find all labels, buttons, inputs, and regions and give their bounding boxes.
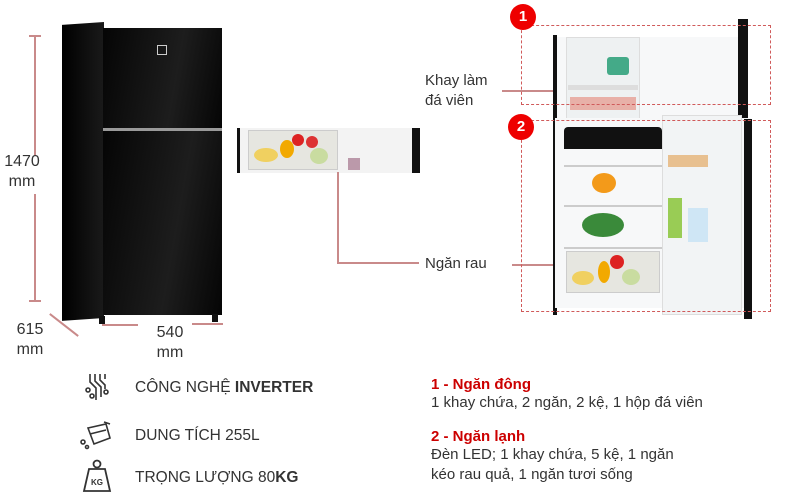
inverter-circuit-icon [84, 372, 112, 402]
fridge-door [103, 131, 222, 315]
brand-logo [157, 45, 167, 55]
corn [254, 148, 278, 162]
crisper-callout-line [337, 262, 419, 264]
tomato [292, 134, 304, 146]
feature-capacity: DUNG TÍCH 255L [135, 427, 260, 445]
height-dimension-label: 1470 mm [0, 152, 44, 192]
fridge-door-edge [744, 119, 752, 319]
fridge-zone-box [521, 120, 771, 312]
fridge-foot [212, 314, 218, 322]
ice-tray-label-line2: đá viên [425, 92, 474, 109]
cabbage [622, 269, 640, 285]
ice-tray-callout-label: Khay làm đá viên [425, 71, 488, 111]
width-dimension-line [192, 323, 223, 325]
height-unit: mm [8, 173, 36, 190]
feature-weight: TRỌNG LƯỢNG 80KG [135, 469, 298, 487]
height-dimension-cap [29, 300, 41, 302]
freezer-zone-box [521, 25, 771, 105]
greens-bowl [582, 213, 624, 237]
door-bottle [348, 158, 360, 170]
width-unit: mm [156, 344, 184, 361]
depth-dimension-label: 615 mm [10, 320, 50, 360]
freezer-section: 1 - Ngăn đông 1 khay chứa, 2 ngăn, 2 kệ,… [431, 376, 703, 413]
fridge-foot [99, 316, 105, 324]
width-dimension-label: 540 mm [148, 323, 192, 363]
zone-badge-2: 2 [508, 114, 534, 140]
crisper-pointer-line [512, 264, 592, 266]
crisper-callout-label: Ngăn rau [425, 255, 487, 272]
shelf [564, 165, 662, 167]
depth-value: 615 [16, 321, 44, 338]
zone-badge-1: 1 [510, 4, 536, 30]
tomato [306, 136, 318, 148]
feature-text: TRỌNG LƯỢNG 80 [135, 469, 276, 486]
height-dimension-line [34, 194, 36, 301]
crisper-inset-image [237, 128, 420, 173]
door-handle-strip [103, 128, 222, 131]
shelf [564, 247, 662, 249]
height-dimension-line [34, 36, 36, 156]
juice-carton [668, 198, 682, 238]
fridge-section: 2 - Ngăn lạnh Đèn LED; 1 khay chứa, 5 kệ… [431, 428, 674, 485]
feature-bold: INVERTER [234, 379, 314, 396]
pepper [598, 261, 610, 283]
freezer-door [103, 28, 222, 129]
led-control-panel [564, 127, 662, 149]
width-dimension-line [102, 324, 138, 326]
food-container [607, 57, 629, 75]
ice-tray [568, 85, 638, 90]
oranges [592, 173, 616, 193]
depth-unit: mm [16, 341, 44, 358]
feature-text: CÔNG NGHỆ [135, 379, 235, 396]
crisper-callout-line [337, 172, 339, 263]
section-title: 2 - Ngăn lạnh [431, 428, 526, 445]
tomato [610, 255, 624, 269]
egg-tray [668, 155, 708, 167]
pepper [280, 140, 294, 158]
section-body-line: kéo rau quả, 1 ngăn tươi sống [431, 466, 633, 483]
freezer-door-edge [738, 19, 748, 187]
section-body-line: Đèn LED; 1 khay chứa, 5 kệ, 1 ngăn [431, 446, 674, 463]
ice-tray-pointer-line [502, 90, 562, 92]
weight-kg-icon: KG [82, 459, 112, 493]
capacity-container-icon [78, 420, 114, 450]
height-value: 1470 [4, 153, 40, 170]
cabbage [310, 148, 328, 164]
svg-text:KG: KG [91, 478, 103, 487]
section-title: 1 - Ngăn đông [431, 376, 531, 393]
feature-bold: KG [275, 469, 299, 486]
shelf [564, 205, 662, 207]
ice-tray-label-line1: Khay làm [425, 72, 488, 89]
water-bottles [688, 208, 708, 242]
feature-inverter: CÔNG NGHỆ INVERTER [135, 379, 313, 397]
closed-fridge-image [0, 0, 230, 330]
width-value: 540 [156, 324, 184, 341]
height-dimension-cap [29, 35, 41, 37]
fridge-side-panel [62, 22, 104, 321]
meat-tray [570, 97, 636, 110]
section-body: 1 khay chứa, 2 ngăn, 2 kệ, 1 hộp đá viên [431, 394, 703, 411]
feature-text: DUNG TÍCH 255L [135, 427, 260, 444]
open-fridge-image [550, 15, 755, 320]
corn [572, 271, 594, 285]
